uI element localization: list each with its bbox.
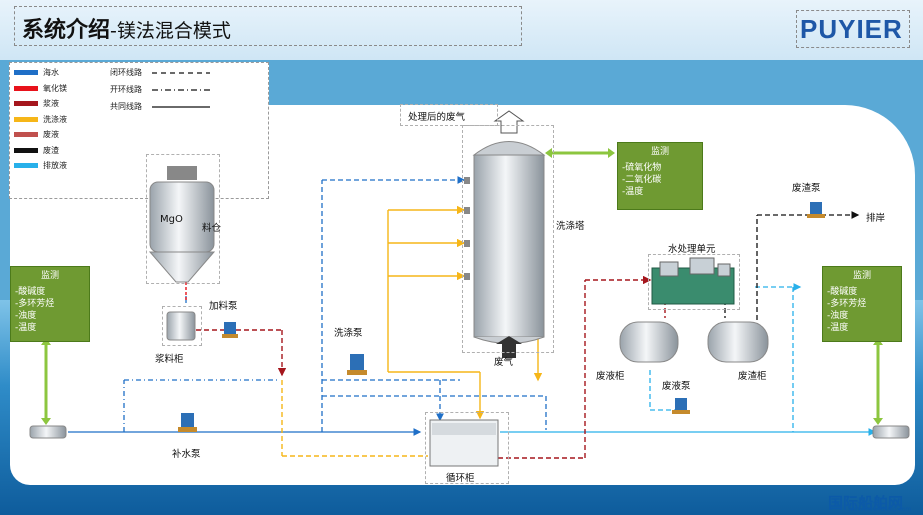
legend-label: 洗涤液 [43, 114, 67, 124]
puyier-logo: PUYIER [800, 14, 903, 44]
exhaust-label: 废气 [494, 357, 514, 368]
monitor-left-title: 监测 [40, 271, 59, 281]
circulation-tank [429, 419, 499, 467]
title-sub: -镁法混合模式 [110, 20, 231, 42]
scrubber-label: 洗涤塔 [556, 221, 585, 232]
legend-line-sample [152, 106, 210, 108]
sludge-pump-label: 废渣泵 [792, 183, 821, 194]
legend-label: 氧化镁 [43, 83, 67, 93]
scrubber-frame [462, 125, 554, 353]
slurry-tank [166, 311, 196, 341]
discharge-label: 排岸 [866, 213, 886, 224]
legend-swatch [14, 85, 38, 91]
pump-icon [672, 398, 690, 414]
water-treatment-unit [651, 257, 735, 305]
legend-line-sample [152, 89, 210, 91]
monitor-right-item: -多环芳烃 [827, 299, 867, 309]
monitor-left-item: -酸碱度 [15, 287, 46, 297]
monitor-right-item: -酸碱度 [827, 287, 858, 297]
feed-pump-label: 加料泵 [209, 301, 238, 312]
monitor-tower-item: -二氧化碳 [622, 175, 662, 185]
monitor-left: 监测 -酸碱度 -多环芳烃 -浊度 -温度 [10, 266, 90, 342]
mgo-silo [148, 166, 216, 283]
wash-liquid-line [281, 205, 543, 457]
watermark-url: www.eworldship.com [848, 506, 912, 513]
monitor-links [41, 148, 883, 425]
legend-label: 排放液 [43, 161, 67, 170]
page-title: 系统介绍-镁法混合模式 [22, 12, 231, 44]
monitor-left-item: -多环芳烃 [15, 299, 55, 309]
legend-swatch [14, 70, 38, 75]
legend-label: 海水 [43, 68, 59, 77]
makeup-pump-label: 补水泵 [172, 449, 201, 460]
waste-liquid-tank-label: 废液柜 [596, 371, 625, 382]
legend-swatch [14, 147, 38, 153]
mgo-label: MgO [160, 214, 183, 225]
silo-label: 料仓 [202, 223, 222, 234]
watermark: 国际船舶网 [828, 494, 904, 512]
monitor-right-title: 监测 [852, 271, 871, 281]
wash-pump-label: 洗涤泵 [334, 328, 363, 339]
monitor-left-item: -浊度 [15, 311, 37, 321]
legend-swatch [14, 132, 38, 137]
legend [9, 62, 269, 199]
legend-label: 浆液 [43, 99, 59, 108]
outlet-pipe [872, 425, 910, 439]
legend-line-label: 闭环线路 [110, 68, 142, 77]
monitor-right-item: -温度 [827, 323, 849, 333]
logo-frame [796, 10, 910, 48]
sludge-tank-body [707, 321, 769, 363]
pump-icon [222, 322, 238, 338]
treated-gas-label: 处理后的废气 [408, 112, 466, 123]
circ-tank-label: 循环柜 [446, 473, 475, 484]
waste-liquid-pump-label: 废液泵 [662, 381, 691, 392]
slurry-tank-label: 浆料柜 [155, 354, 184, 365]
monitor-right: 监测 -酸碱度 -多环芳烃 -浊度 -温度 [822, 266, 902, 342]
treated-gas-frame [400, 104, 498, 126]
seawater-main-line [68, 176, 547, 436]
pump-icon [807, 202, 825, 218]
circ-tank-frame [425, 412, 509, 484]
monitor-tower: 监测 -硫氧化物 -二氧化碳 -温度 [617, 142, 703, 210]
waste-liquid-tank-body [619, 321, 679, 363]
legend-label: 废液 [43, 130, 59, 139]
pump-icon [178, 413, 197, 432]
legend-swatch [14, 116, 38, 122]
monitor-left-item: -温度 [15, 323, 37, 333]
inlet-pipe [29, 425, 67, 439]
monitor-right-item: -浊度 [827, 311, 849, 321]
monitor-tower-title: 监测 [650, 147, 669, 157]
monitor-tower-item: -硫氧化物 [622, 163, 662, 173]
title-main: 系统介绍 [22, 18, 111, 43]
header-background [0, 0, 923, 60]
pump-icon [347, 354, 367, 375]
legend-label: 废渣 [43, 145, 59, 155]
legend-line-label: 共同线路 [110, 102, 142, 111]
monitor-tower-item: -温度 [622, 187, 644, 197]
legend-swatch [14, 101, 38, 106]
title-frame [14, 6, 522, 46]
legend-line-sample [152, 72, 210, 74]
legend-swatch [14, 163, 38, 168]
legend-line-label: 开环线路 [110, 85, 142, 94]
water-unit-frame [648, 254, 740, 310]
silo-frame [146, 154, 220, 284]
water-unit-label: 水处理单元 [668, 244, 716, 255]
scrubber-tower [464, 110, 546, 358]
slurry-tank-frame [162, 306, 202, 346]
sludge-tank-label: 废渣柜 [738, 371, 767, 382]
